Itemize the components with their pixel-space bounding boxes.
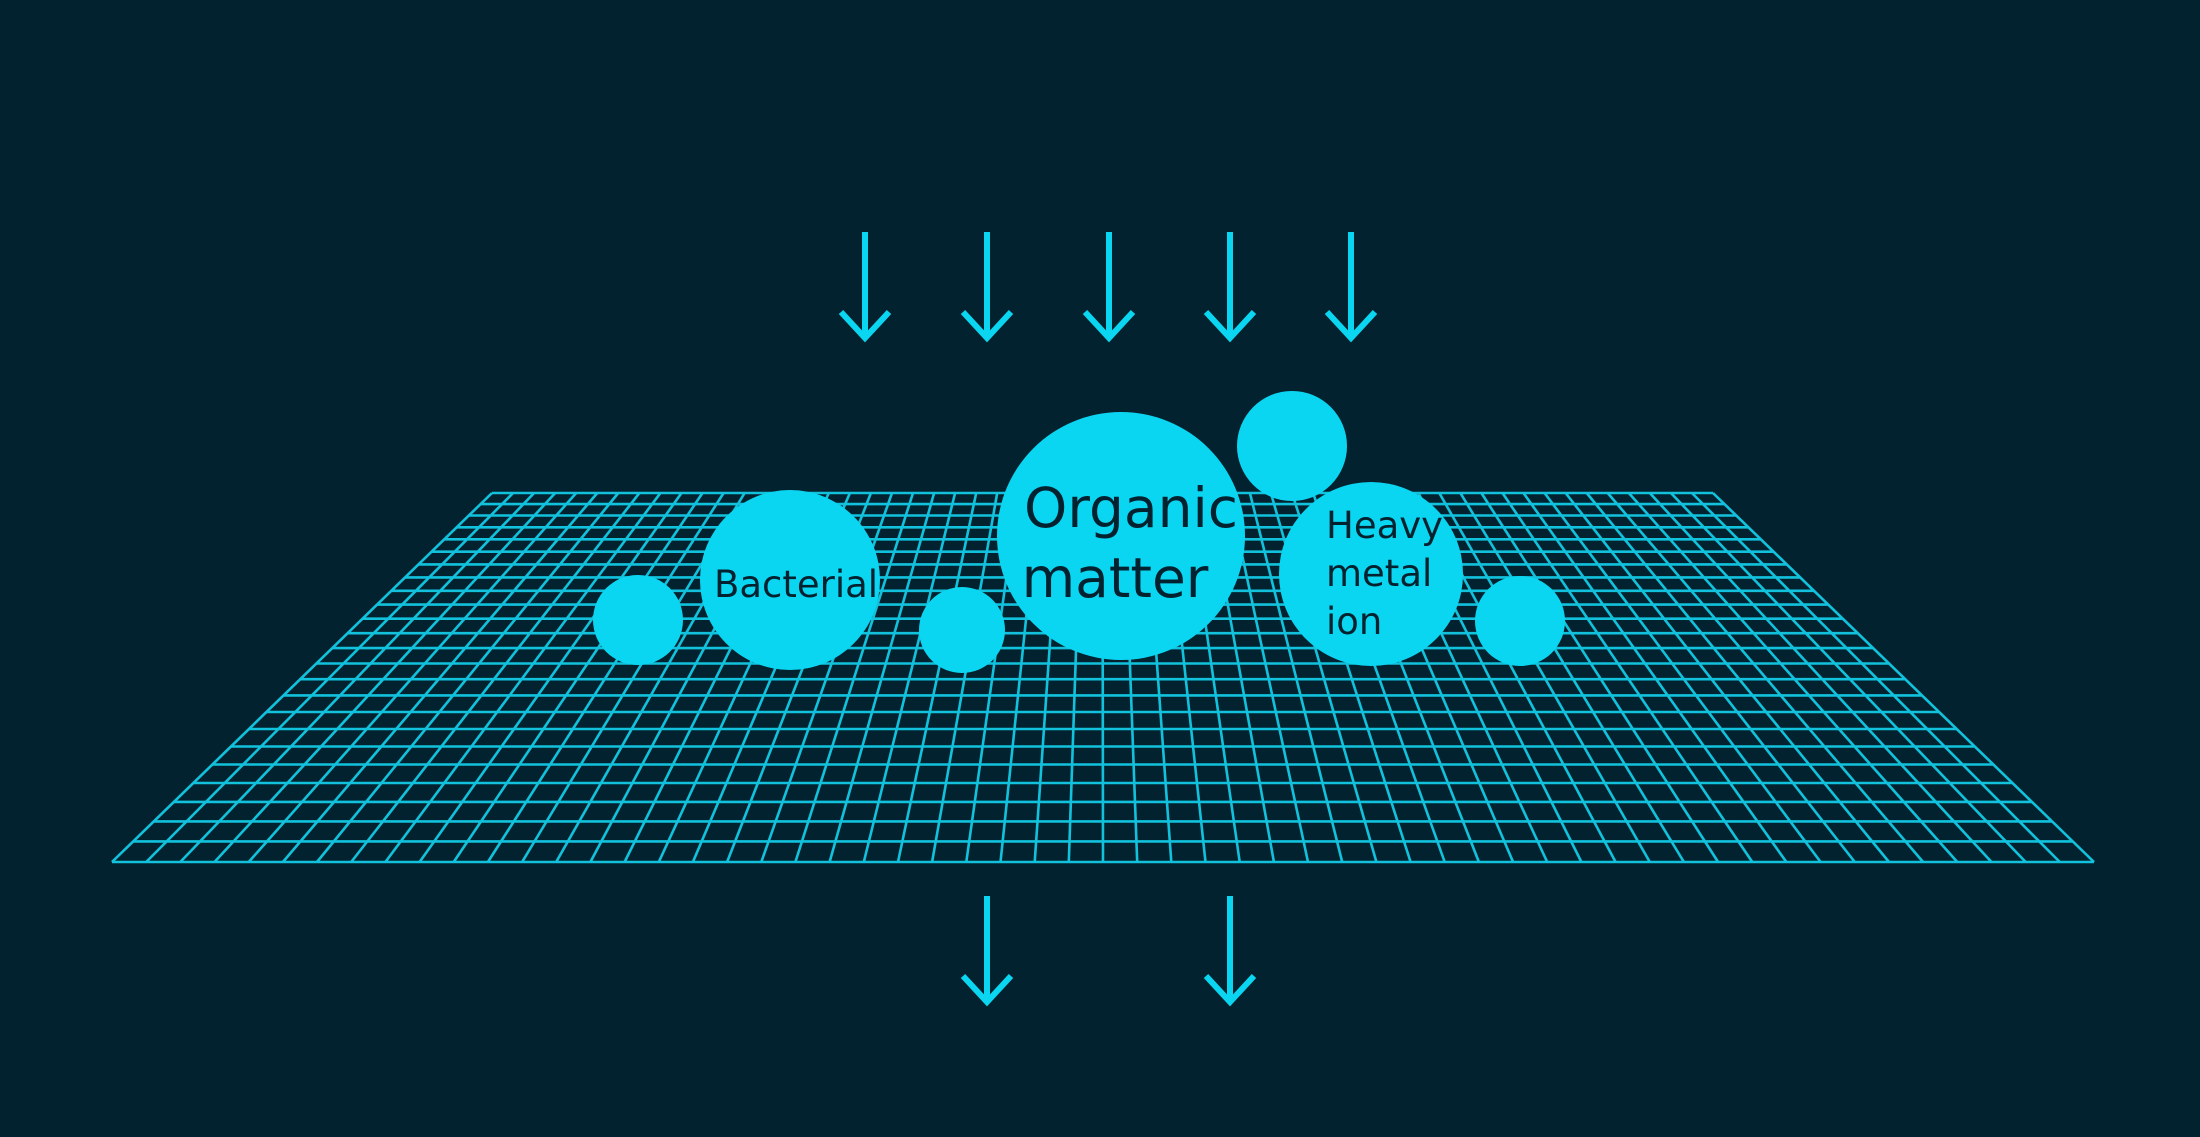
heavy-metal-ion-particle bbox=[1279, 482, 1463, 666]
organic-matter-label-line2: matter bbox=[1022, 546, 1209, 610]
mesh-line bbox=[213, 492, 557, 863]
organic-matter-label-line1: Organic bbox=[1024, 476, 1238, 540]
small-particle bbox=[1237, 391, 1347, 501]
mesh-line bbox=[1627, 492, 1959, 863]
heavy-metal-ion-label-line3: ion bbox=[1326, 600, 1382, 643]
mesh-line bbox=[281, 492, 599, 863]
outgoing-arrows bbox=[960, 896, 1257, 1007]
mesh-line bbox=[486, 492, 725, 863]
small-particle bbox=[919, 587, 1005, 673]
mesh-line bbox=[1648, 492, 1993, 863]
heavy-metal-ion-label-line1: Heavy bbox=[1326, 504, 1443, 547]
mesh-line bbox=[452, 492, 704, 863]
down-arrow-icon bbox=[1203, 232, 1257, 343]
down-arrow-icon bbox=[1203, 896, 1257, 1007]
mesh-line bbox=[179, 492, 536, 863]
mesh-line bbox=[1585, 492, 1891, 863]
mesh-line bbox=[862, 492, 957, 863]
mesh-line bbox=[350, 492, 641, 863]
mesh-line bbox=[1564, 492, 1856, 863]
mesh-line bbox=[111, 492, 493, 863]
particle-labels: Bacterial Organic matter Heavy metal ion bbox=[714, 476, 1443, 643]
organic-matter-particle bbox=[997, 412, 1245, 660]
mesh-line bbox=[315, 492, 620, 863]
small-particle bbox=[593, 575, 683, 665]
mesh-line bbox=[1669, 492, 2027, 863]
mesh-line bbox=[418, 492, 683, 863]
mesh-line bbox=[1712, 492, 2095, 863]
mesh-line bbox=[1459, 492, 1686, 863]
mesh-line bbox=[1501, 492, 1754, 863]
down-arrow-icon bbox=[1082, 232, 1136, 343]
mesh-line bbox=[896, 492, 978, 863]
mesh-line bbox=[930, 492, 999, 863]
mesh-line bbox=[247, 492, 578, 863]
down-arrow-icon bbox=[838, 232, 892, 343]
mesh-line bbox=[1522, 492, 1788, 863]
small-particle bbox=[1475, 576, 1565, 666]
mesh-line bbox=[384, 492, 662, 863]
mesh-line bbox=[145, 492, 515, 863]
mesh-line bbox=[1690, 492, 2061, 863]
heavy-metal-ion-label-line2: metal bbox=[1326, 552, 1432, 595]
mesh-line bbox=[1606, 492, 1925, 863]
mesh-line bbox=[1543, 492, 1822, 863]
down-arrow-icon bbox=[960, 232, 1014, 343]
mesh-line bbox=[1248, 492, 1344, 863]
down-arrow-icon bbox=[960, 896, 1014, 1007]
down-arrow-icon bbox=[1324, 232, 1378, 343]
mesh-line bbox=[1438, 492, 1651, 863]
mesh-line bbox=[828, 492, 936, 863]
incoming-arrows bbox=[838, 232, 1378, 343]
mesh-line bbox=[794, 492, 915, 863]
particles bbox=[593, 391, 1565, 673]
mesh-line bbox=[1480, 492, 1720, 863]
bacterial-label: Bacterial bbox=[714, 563, 878, 606]
bacterial-particle bbox=[700, 490, 880, 670]
